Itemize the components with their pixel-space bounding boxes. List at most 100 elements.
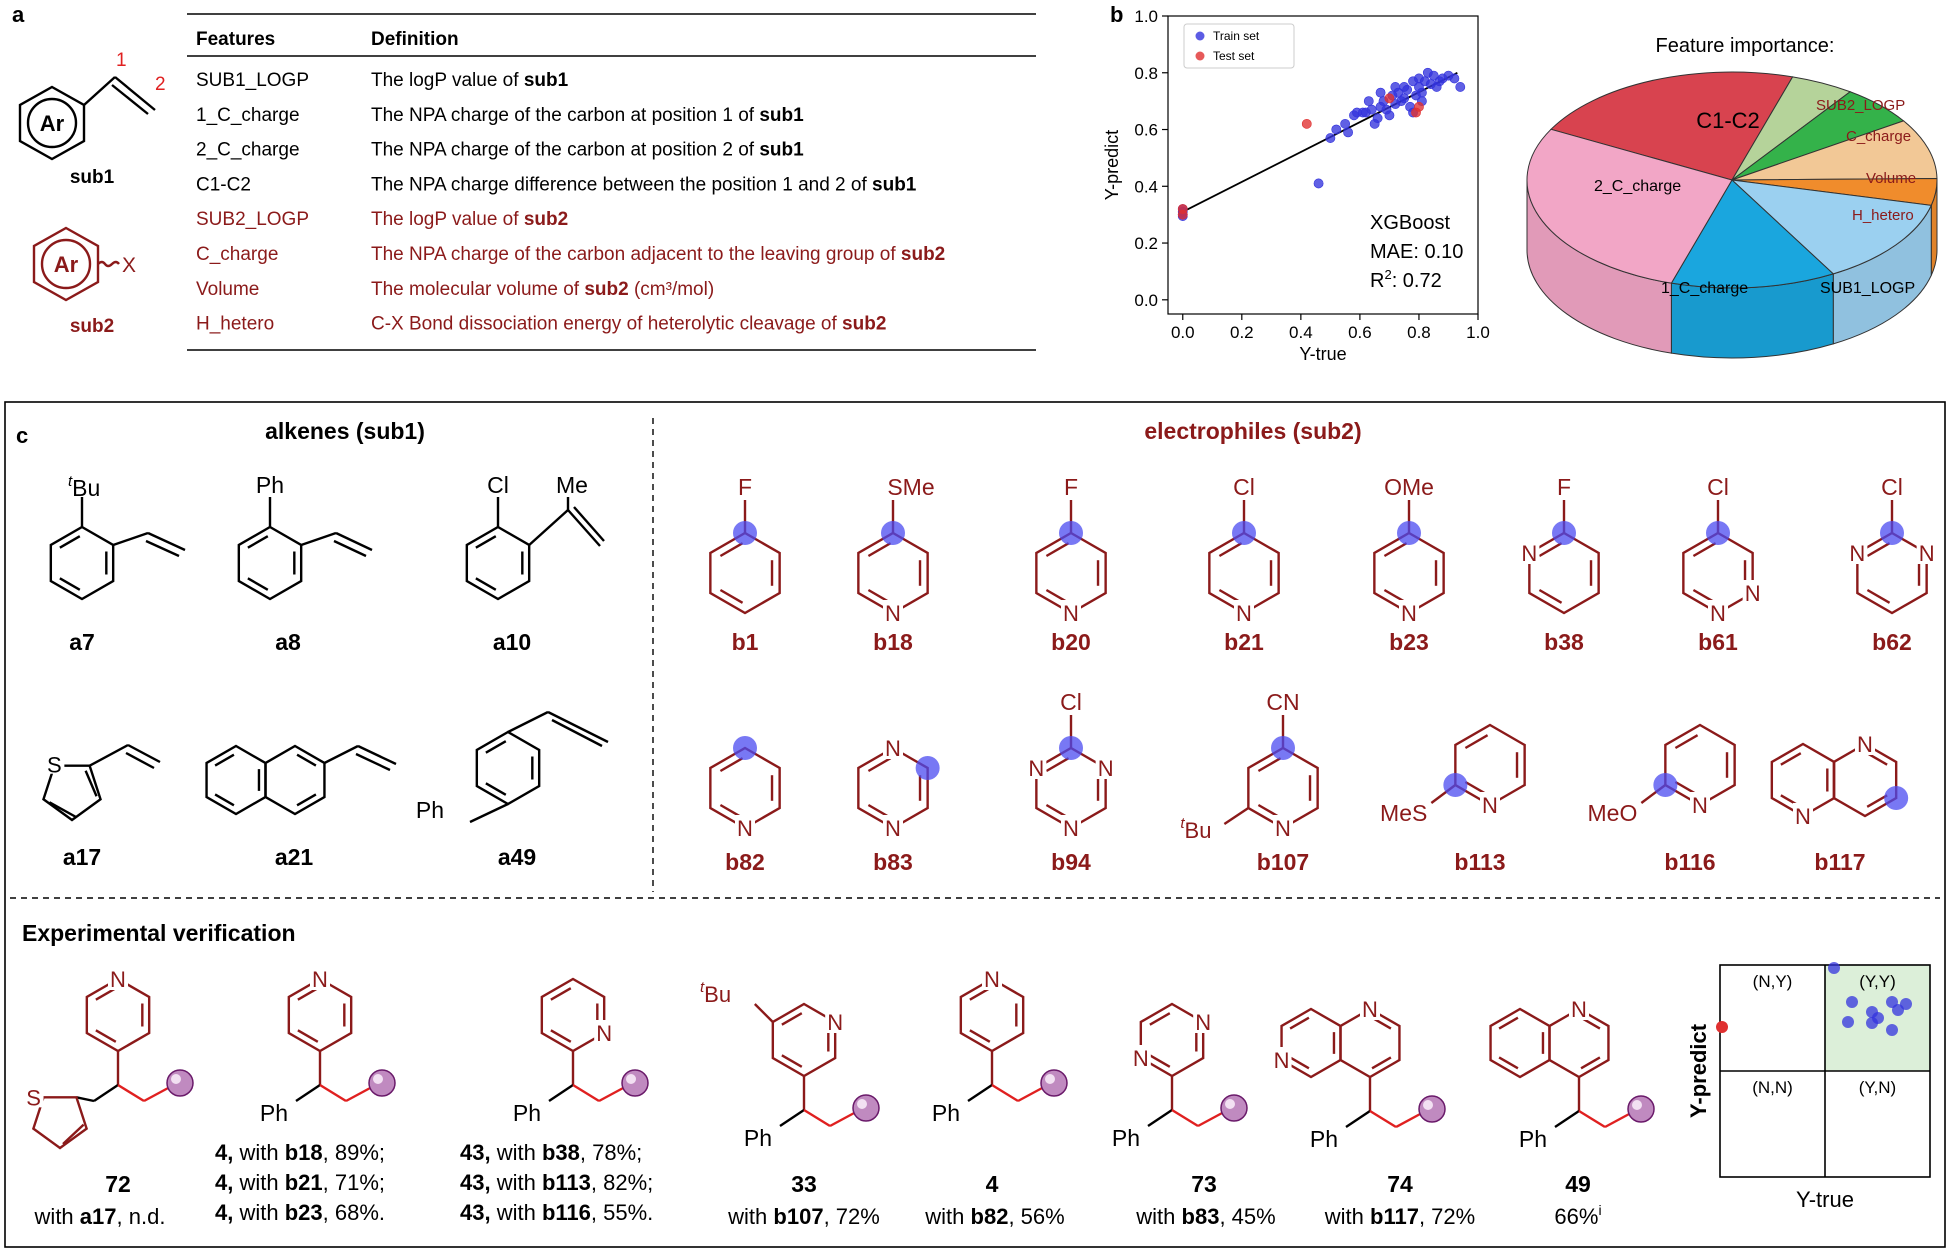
sulfur-label: S <box>47 753 62 778</box>
table-cell-definition: The NPA charge of the carbon at position… <box>371 105 804 126</box>
sub2-ring-text: Ar <box>54 252 79 277</box>
definition-substrate: sub1 <box>524 70 569 91</box>
caption-yield: , 72% <box>824 1204 880 1229</box>
leaving-group-label: Cl <box>1881 474 1903 500</box>
product-label: 49 <box>1565 1171 1591 1197</box>
ring <box>237 525 303 601</box>
double-bond <box>867 542 892 558</box>
double-bond <box>1045 757 1070 773</box>
nitrogen-label: N <box>1710 601 1726 626</box>
bond <box>117 1083 145 1103</box>
quadrant-point-red <box>1716 1021 1728 1033</box>
compound-label: b23 <box>1389 629 1429 655</box>
label-mask <box>1026 755 1047 779</box>
product-caption: 66%i <box>1554 1202 1601 1229</box>
compound-label: b82 <box>725 849 765 875</box>
nitrogen-label: N <box>1571 997 1587 1022</box>
panel-c-frame <box>4 401 1946 1248</box>
double-bond <box>719 588 744 604</box>
phenyl-label: Ph <box>932 1100 960 1126</box>
product-caption-line: 4, with b18, 89%; <box>215 1140 385 1165</box>
quadrant-point <box>1842 1016 1854 1028</box>
label-mask <box>310 966 330 990</box>
sub1-ring-text: Ar <box>40 111 65 136</box>
quadrant-point <box>1886 1024 1898 1036</box>
nitrogen-label: N <box>737 816 753 841</box>
train-point <box>1384 110 1395 121</box>
phenyl-label: Ph <box>1310 1126 1338 1152</box>
quadrant-label: (Y,Y) <box>1859 972 1896 991</box>
double-bond <box>95 987 117 1001</box>
quadrant-point <box>1846 996 1858 1008</box>
test-point <box>1177 209 1188 220</box>
sphere-highlight <box>626 1074 636 1084</box>
sphere-highlight <box>373 1074 383 1084</box>
pie-slice-label: SUB1_LOGP <box>1820 280 1915 297</box>
bond <box>295 1084 321 1102</box>
caption-substrate: b18 <box>285 1140 323 1165</box>
x-tick-label: 0.6 <box>1348 323 1372 342</box>
electrophiles-title: electrophiles (sub2) <box>1144 418 1361 444</box>
caption-text: with <box>233 1200 284 1225</box>
double-bond <box>969 1029 991 1043</box>
bond <box>355 752 391 772</box>
label-mask <box>883 735 903 759</box>
compound-label: b20 <box>1051 629 1091 655</box>
double-bond <box>59 535 81 549</box>
nitrogen-label: N <box>1028 756 1044 781</box>
bond <box>1197 1110 1225 1128</box>
train-point <box>1366 104 1377 115</box>
panel-b-label: b <box>1110 2 1123 27</box>
definition-substrate: sub2 <box>524 209 568 230</box>
tbu-substituent: tBu <box>1180 815 1211 843</box>
caption-yield: , 72% <box>1419 1204 1475 1229</box>
x-tick-label: 0.4 <box>1289 323 1313 342</box>
sub2-structure <box>32 226 120 302</box>
compound-label: b1 <box>732 629 759 655</box>
bond <box>1017 1085 1045 1103</box>
bond <box>112 531 149 547</box>
ring <box>709 531 781 615</box>
label-mask <box>1847 540 1868 564</box>
definition-substrate: sub1 <box>759 105 804 126</box>
bond <box>1171 1108 1199 1128</box>
caption-yield: , 68%. <box>323 1200 385 1225</box>
ring <box>1489 1007 1551 1079</box>
leaving-group-label: F <box>738 474 752 500</box>
phenyl-label: Ph <box>260 1100 288 1126</box>
leaving-group-label: F <box>1557 474 1571 500</box>
compound-label: b117 <box>1814 849 1865 875</box>
sub1-double-bond <box>114 76 156 111</box>
caption-yield: , 71%; <box>323 1170 385 1195</box>
caption-substrate: b107 <box>773 1204 823 1229</box>
quadrant-point <box>1872 1012 1884 1024</box>
train-point <box>1313 178 1324 189</box>
train-point <box>1428 70 1439 81</box>
double-bond <box>485 740 507 754</box>
bond <box>76 1096 95 1103</box>
double-bond <box>1866 752 1888 766</box>
substrate-sphere <box>852 1094 880 1122</box>
bond <box>89 743 129 767</box>
leaving-group-label: SMe <box>887 474 934 500</box>
bond <box>319 1083 347 1103</box>
phenyl-label: Ph <box>1519 1126 1547 1152</box>
sphere-highlight <box>1423 1100 1433 1110</box>
product-caption-line: 43, with b38, 78%; <box>460 1140 642 1165</box>
sub1-bond <box>83 76 116 106</box>
pie-slice-label: C_charge <box>1846 128 1911 145</box>
pie-title: Feature importance: <box>1656 35 1835 57</box>
double-bond <box>1289 1056 1310 1070</box>
table-cell-feature: 1_C_charge <box>196 105 300 126</box>
train-point <box>1455 82 1466 92</box>
label-mask <box>1519 540 1540 564</box>
table-cell-feature: SUB2_LOGP <box>196 209 309 230</box>
train-point <box>1375 87 1386 98</box>
leaving-group-label: MeO <box>1588 800 1638 826</box>
caption-substrate: b117 <box>1370 1204 1419 1229</box>
double-bond <box>214 753 235 767</box>
substrate-sphere <box>1220 1094 1248 1122</box>
